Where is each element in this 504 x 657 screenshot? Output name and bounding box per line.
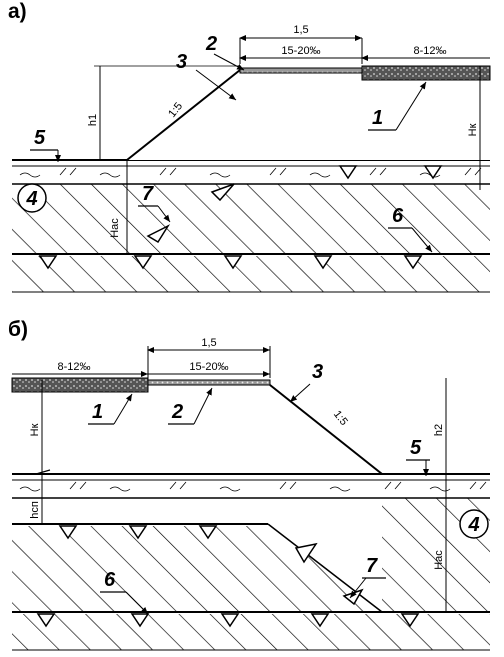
pavement-layer-b xyxy=(11,377,149,393)
embankment-body xyxy=(127,70,490,160)
shoulder-slope-label: 15-20‰ xyxy=(281,45,320,57)
h2-label: h2 xyxy=(433,424,445,436)
panel-a: а) 1 xyxy=(8,0,491,293)
callout-4-circle xyxy=(17,183,47,213)
panel-a-title: а) xyxy=(8,0,27,23)
embankment-slope xyxy=(126,69,241,161)
callout-4-b: 4 xyxy=(467,514,479,536)
triangle-marks-a xyxy=(38,165,443,270)
panel-b: б) xyxy=(8,318,490,651)
cohesive-soil-layer xyxy=(12,184,490,254)
slope-ratio-label-b: 1:5 xyxy=(331,408,350,427)
pavement-slope-label-b: 8-12‰ xyxy=(57,361,90,373)
lower-soil-b xyxy=(12,614,490,650)
shoulder-strip-b xyxy=(147,379,271,386)
callout-4-circle-b xyxy=(459,509,489,539)
callout-7: 7 xyxy=(142,183,154,205)
pavement-layer xyxy=(361,65,491,81)
callout-2-b: 2 xyxy=(171,401,183,423)
shoulder-strip xyxy=(239,67,363,74)
shoulder-slope-label-b: 15-20‰ xyxy=(189,361,228,373)
excavation-slope-b xyxy=(267,523,383,613)
hac-label: Hас xyxy=(109,218,121,238)
soil-band-marks xyxy=(19,167,482,178)
hk-label: Hк xyxy=(467,123,479,136)
pavement-slope-label: 8-12‰ xyxy=(413,45,446,57)
soil-layer-b xyxy=(12,526,382,612)
callout-3: 3 xyxy=(176,51,187,73)
dim-top-label-b: 1,5 xyxy=(201,337,216,349)
callout-5-b: 5 xyxy=(410,437,422,459)
embankment-slope-b xyxy=(269,384,383,475)
callout-2: 2 xyxy=(205,33,217,55)
callout-4: 4 xyxy=(25,188,37,210)
triangle-marks-b xyxy=(36,525,420,628)
callout-5: 5 xyxy=(34,127,46,149)
hk-label-b: Hк xyxy=(29,423,41,436)
callout-1: 1 xyxy=(372,107,383,129)
callout-3-b: 3 xyxy=(312,361,323,383)
panel-b-title: б) xyxy=(8,318,28,341)
hac-label-b: Hас xyxy=(433,550,445,570)
callout-7-b: 7 xyxy=(366,555,378,577)
callout-6: 6 xyxy=(392,205,404,227)
callout-1-b: 1 xyxy=(92,401,103,423)
soil-band-marks-b xyxy=(19,481,487,492)
dim-top-label: 1,5 xyxy=(293,24,308,36)
hsn-label: hсп xyxy=(29,501,41,519)
callout-6-b: 6 xyxy=(104,569,116,591)
h1-label: h1 xyxy=(87,114,99,126)
